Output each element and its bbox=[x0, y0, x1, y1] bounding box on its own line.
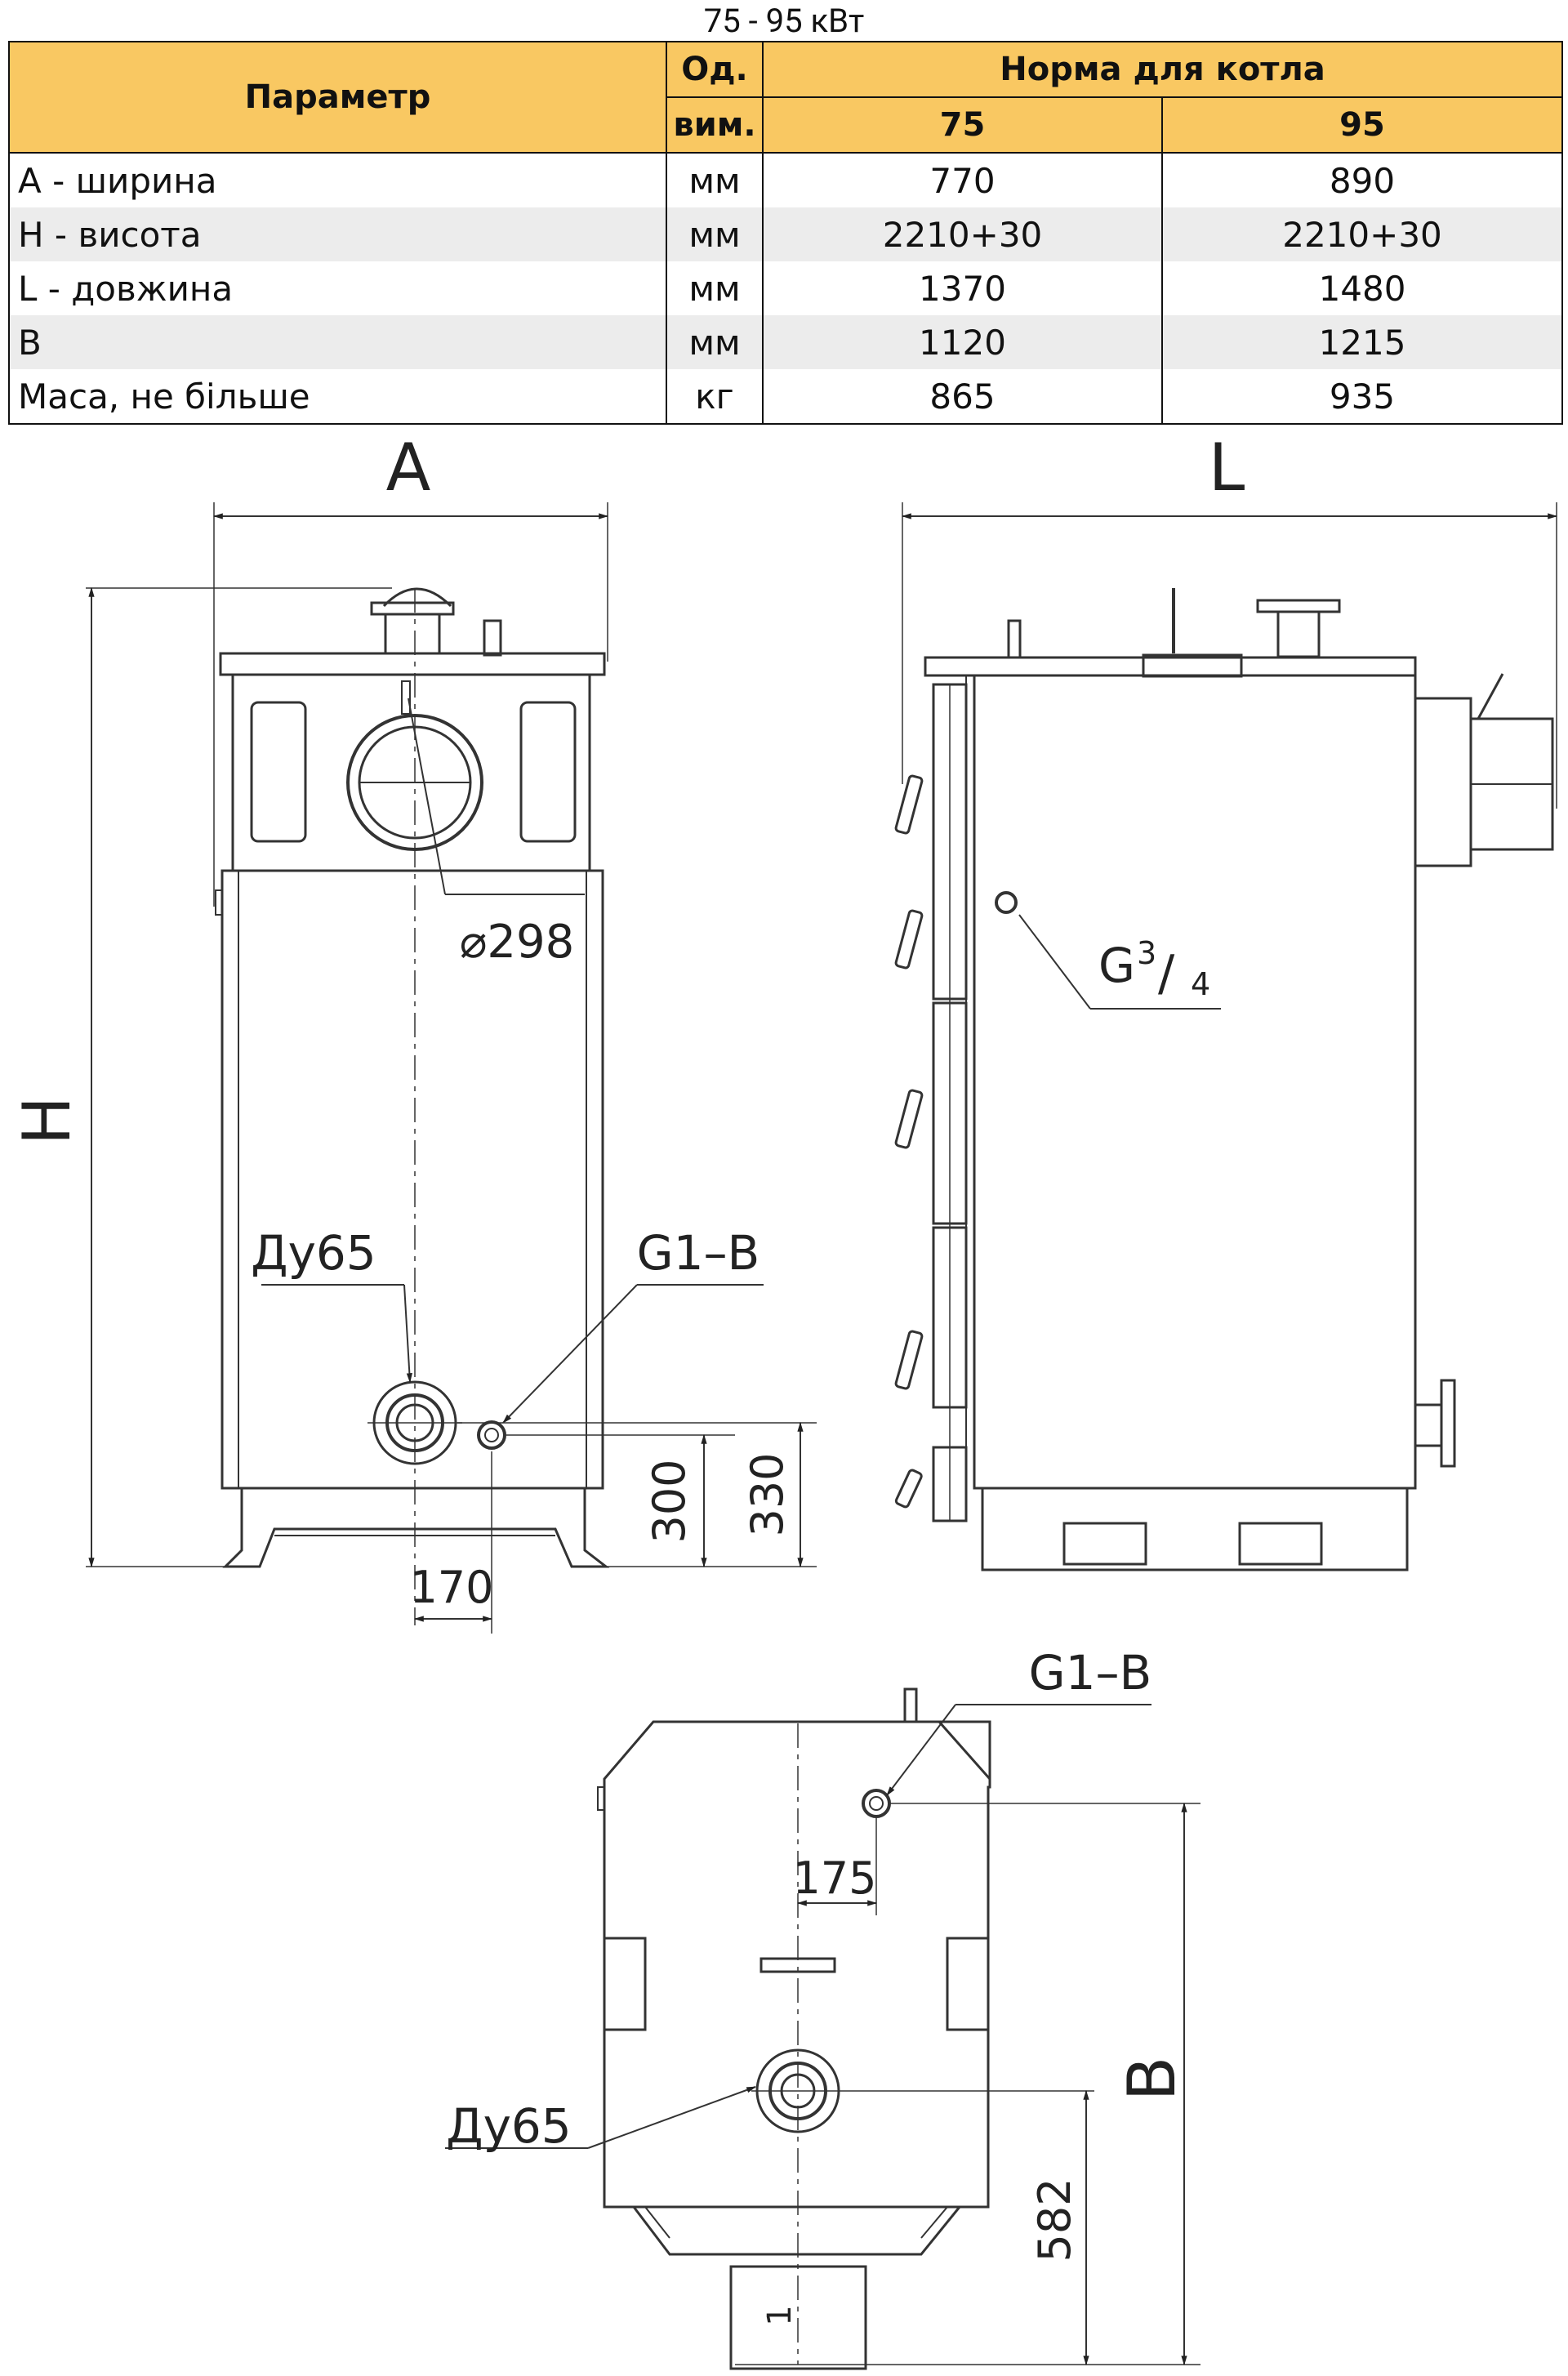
table-row: L - довжина мм 1370 1480 bbox=[8, 261, 1564, 315]
row-value-95: 935 bbox=[1160, 369, 1564, 425]
label-a: A bbox=[386, 430, 431, 506]
row-unit: мм bbox=[666, 315, 764, 369]
dim-330: 330 bbox=[742, 1452, 793, 1536]
front-view bbox=[86, 502, 817, 1634]
row-param: А - ширина bbox=[8, 153, 667, 207]
label-fitting-top: G1–B bbox=[1029, 1645, 1152, 1701]
row-param: L - довжина bbox=[8, 261, 667, 315]
row-param: Маса, не більше bbox=[8, 369, 667, 425]
row-value-95: 890 bbox=[1160, 153, 1564, 207]
row-value-95: 2210+30 bbox=[1160, 207, 1564, 261]
dim-582: 582 bbox=[1029, 2178, 1080, 2262]
side-view-labels: L G 3 / 4 bbox=[1098, 430, 1245, 1002]
dim-170: 170 bbox=[409, 1562, 493, 1613]
svg-text:/: / bbox=[1158, 945, 1175, 1002]
marker-1: 1 bbox=[761, 2305, 799, 2325]
row-unit: кг bbox=[666, 369, 764, 425]
header-unit-1: Од. bbox=[666, 41, 764, 98]
row-unit: мм bbox=[666, 207, 764, 261]
table-row: В мм 1120 1215 bbox=[8, 315, 1564, 369]
label-flue-diameter: ⌀298 bbox=[460, 916, 575, 969]
label-outlet-front: Ду65 bbox=[251, 1225, 376, 1281]
page-title: 75 - 95 кВт bbox=[703, 2, 865, 40]
label-fitting-den: 4 bbox=[1191, 966, 1210, 1002]
row-param: В bbox=[8, 315, 667, 369]
row-param: Н - висота bbox=[8, 207, 667, 261]
row-value-95: 1215 bbox=[1160, 315, 1564, 369]
front-view-labels: A H ⌀298 Ду65 G1–B 300 330 170 bbox=[9, 430, 793, 1613]
spec-table: Параметр Од. Норма для котла вим. 75 95 … bbox=[8, 41, 1564, 425]
top-view bbox=[445, 1687, 1200, 2370]
table-row: Н - висота мм 2210+30 2210+30 bbox=[8, 207, 1564, 261]
header-unit-2: вим. bbox=[666, 96, 764, 154]
label-l: L bbox=[1209, 430, 1245, 506]
row-value-75: 770 bbox=[762, 153, 1163, 207]
header-norm: Норма для котла bbox=[761, 41, 1564, 98]
row-value-75: 1120 bbox=[762, 315, 1163, 369]
dim-300: 300 bbox=[644, 1459, 695, 1543]
table-row: А - ширина мм 770 890 bbox=[8, 153, 1564, 207]
header-model-95: 95 bbox=[1160, 96, 1564, 154]
row-unit: мм bbox=[666, 261, 764, 315]
label-outlet-top: Ду65 bbox=[446, 2098, 571, 2154]
row-value-95: 1480 bbox=[1160, 261, 1564, 315]
label-fitting-g: G bbox=[1098, 938, 1135, 993]
label-fitting-front: G1–B bbox=[637, 1225, 760, 1281]
label-fitting-num: 3 bbox=[1137, 935, 1156, 971]
row-value-75: 865 bbox=[762, 369, 1163, 425]
side-view bbox=[894, 502, 1558, 1571]
row-value-75: 2210+30 bbox=[762, 207, 1163, 261]
label-b: B bbox=[1114, 2057, 1190, 2102]
dim-175: 175 bbox=[792, 1852, 876, 1904]
header-param: Параметр bbox=[8, 41, 667, 154]
top-view-labels: G1–B 175 Ду65 B 582 1 bbox=[446, 1645, 1190, 2326]
row-value-75: 1370 bbox=[762, 261, 1163, 315]
table-row: Маса, не більше кг 865 935 bbox=[8, 369, 1564, 425]
label-h: H bbox=[9, 1096, 85, 1145]
header-model-75: 75 bbox=[762, 96, 1163, 154]
row-unit: мм bbox=[666, 153, 764, 207]
